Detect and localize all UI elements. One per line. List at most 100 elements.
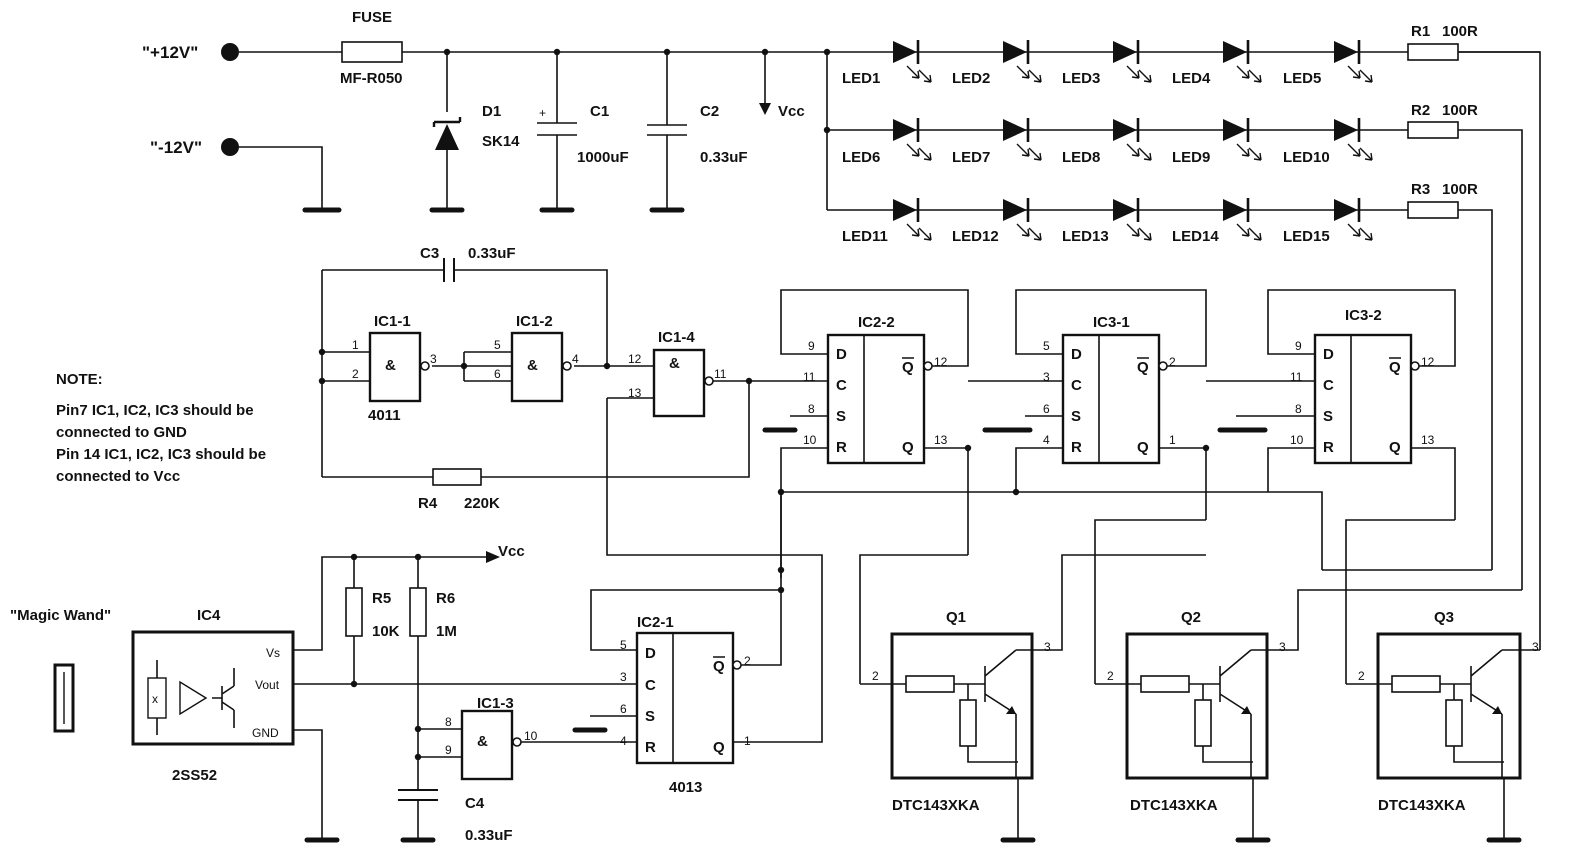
svg-text:2: 2 — [352, 367, 359, 381]
c2-value: 0.33uF — [700, 149, 748, 166]
magic-wand-label: "Magic Wand" — [10, 607, 111, 624]
svg-text:IC2-1: IC2-1 — [637, 614, 674, 631]
led-11 — [893, 198, 932, 241]
svg-text:Vs: Vs — [266, 646, 280, 660]
resistor-r1 — [1407, 43, 1459, 61]
led-9 — [1223, 118, 1262, 161]
svg-text:IC2-2: IC2-2 — [858, 314, 895, 331]
svg-text:2: 2 — [744, 654, 751, 668]
svg-text:3: 3 — [1532, 640, 1539, 654]
svg-text:LED1: LED1 — [842, 70, 880, 87]
svg-text:LED6: LED6 — [842, 149, 880, 166]
svg-text:R: R — [1071, 439, 1082, 456]
svg-text:DTC143XKA: DTC143XKA — [1130, 797, 1218, 814]
svg-text:GND: GND — [252, 726, 279, 740]
svg-text:3: 3 — [430, 352, 437, 366]
diode-d1-bar — [432, 117, 462, 127]
svg-text:C4: C4 — [465, 795, 485, 812]
svg-text:0.33uF: 0.33uF — [465, 827, 513, 844]
svg-text:connected to Vcc: connected to Vcc — [56, 468, 180, 485]
svg-text:S: S — [836, 408, 846, 425]
fuse-label: FUSE — [352, 9, 392, 26]
led-1 — [893, 40, 932, 83]
svg-text:D: D — [836, 346, 847, 363]
gate-ic1-2 — [510, 331, 564, 403]
svg-text:100R: 100R — [1442, 23, 1478, 40]
hall-sensor-section: "Magic Wand" IC4 2SS52 Vs Vout GND x Vcc… — [10, 492, 823, 844]
svg-text:S: S — [1323, 408, 1333, 425]
svg-text:Q: Q — [902, 439, 914, 456]
flipflop-ic3-2 — [1313, 333, 1413, 465]
led-8 — [1113, 118, 1152, 161]
svg-text:R4: R4 — [418, 495, 438, 512]
svg-text:Q3: Q3 — [1434, 609, 1454, 626]
svg-text:R2: R2 — [1411, 102, 1430, 119]
svg-text:10: 10 — [803, 433, 817, 447]
c2-ref: C2 — [700, 103, 719, 120]
svg-text:x: x — [152, 692, 158, 706]
svg-text:connected to GND: connected to GND — [56, 424, 187, 441]
svg-text:3: 3 — [1043, 370, 1050, 384]
svg-text:9: 9 — [1295, 339, 1302, 353]
pos-terminal — [221, 43, 239, 61]
svg-text:100R: 100R — [1442, 102, 1478, 119]
svg-text:IC3-2: IC3-2 — [1345, 307, 1382, 324]
led-array: R1 100R R2 100R R3 100R LED1 LED2 LED3 L… — [826, 23, 1541, 650]
svg-text:1: 1 — [1169, 433, 1176, 447]
svg-text:IC1-2: IC1-2 — [516, 313, 553, 330]
svg-text:LED11: LED11 — [842, 228, 888, 245]
c1-value: 1000uF — [577, 149, 629, 166]
neg-terminal — [221, 138, 239, 156]
svg-text:Pin7 IC1, IC2, IC3 should be: Pin7 IC1, IC2, IC3 should be — [56, 402, 254, 419]
svg-text:Q1: Q1 — [946, 609, 966, 626]
svg-text:Q: Q — [1389, 359, 1401, 376]
svg-text:Q: Q — [1389, 439, 1401, 456]
led-10 — [1334, 118, 1373, 161]
svg-text:10: 10 — [1290, 433, 1304, 447]
c1-ref: C1 — [590, 103, 609, 120]
diode-d1 — [435, 124, 459, 150]
svg-text:C: C — [1323, 377, 1334, 394]
svg-text:10K: 10K — [372, 623, 400, 640]
svg-text:&: & — [527, 357, 538, 374]
svg-text:LED3: LED3 — [1062, 70, 1100, 87]
svg-text:1: 1 — [744, 734, 751, 748]
svg-text:5: 5 — [620, 638, 627, 652]
svg-text:2SS52: 2SS52 — [172, 767, 217, 784]
svg-text:6: 6 — [494, 367, 501, 381]
resistor-r6 — [409, 587, 427, 637]
svg-text:0.33uF: 0.33uF — [468, 245, 516, 262]
svg-text:11: 11 — [714, 367, 727, 381]
led-7 — [1003, 118, 1042, 161]
pos-terminal-label: "+12V" — [142, 43, 198, 62]
svg-text:DTC143XKA: DTC143XKA — [892, 797, 980, 814]
svg-text:R: R — [836, 439, 847, 456]
svg-text:9: 9 — [445, 743, 452, 757]
svg-text:&: & — [669, 355, 680, 372]
led-2 — [1003, 40, 1042, 83]
svg-text:S: S — [1071, 408, 1081, 425]
svg-text:S: S — [645, 708, 655, 725]
svg-text:LED4: LED4 — [1172, 70, 1211, 87]
svg-text:LED9: LED9 — [1172, 149, 1210, 166]
svg-text:13: 13 — [1421, 433, 1435, 447]
fuse-part: MF-R050 — [340, 70, 403, 87]
svg-text:+: + — [539, 106, 546, 120]
neg-rail — [239, 146, 323, 210]
svg-text:R: R — [645, 739, 656, 756]
svg-text:R6: R6 — [436, 590, 455, 607]
led-4 — [1223, 40, 1262, 83]
svg-text:LED2: LED2 — [952, 70, 990, 87]
svg-text:R1: R1 — [1411, 23, 1430, 40]
svg-text:11: 11 — [1290, 370, 1303, 384]
svg-text:4: 4 — [572, 352, 579, 366]
gate-ic1-1 — [368, 331, 422, 403]
svg-text:11: 11 — [803, 370, 816, 384]
svg-text:IC4: IC4 — [197, 607, 221, 624]
svg-text:13: 13 — [628, 386, 642, 400]
svg-text:9: 9 — [808, 339, 815, 353]
svg-text:4013: 4013 — [669, 779, 702, 796]
svg-text:R3: R3 — [1411, 181, 1430, 198]
led-15 — [1334, 198, 1373, 241]
svg-text:5: 5 — [494, 338, 501, 352]
